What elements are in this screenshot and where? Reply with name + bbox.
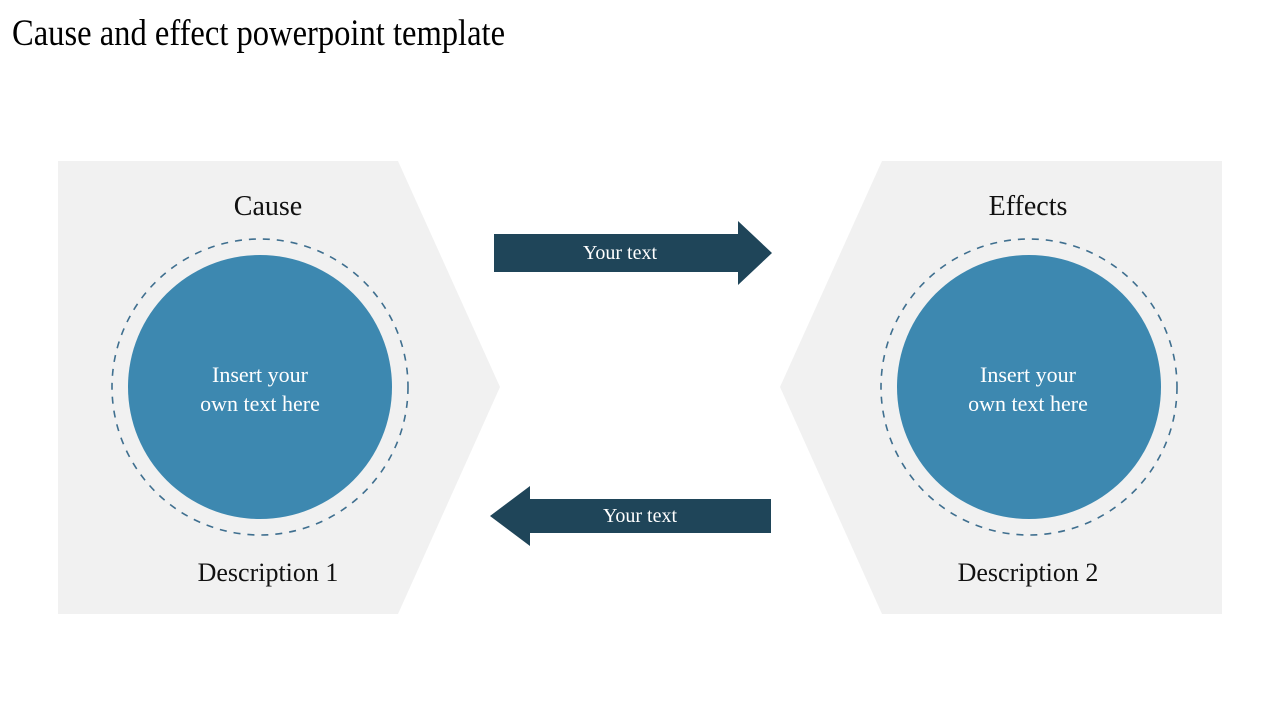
cause-circle-text-line2: own text here	[200, 391, 320, 416]
cause-dashed-ring	[111, 238, 409, 536]
effects-circle-text-line1: Insert your	[980, 362, 1076, 387]
cause-circle-text: Insert your own text here	[140, 360, 380, 418]
effects-circle-text: Insert your own text here	[908, 360, 1148, 418]
cause-panel-heading: Cause	[233, 191, 303, 222]
cause-circle[interactable]	[128, 255, 392, 519]
effects-panel-heading: Effects	[988, 191, 1068, 222]
forward-arrow-label: Your text	[582, 242, 658, 264]
effects-circle-text-line2: own text here	[968, 391, 1088, 416]
effects-panel-description: Description 2	[957, 558, 1099, 587]
forward-arrow-shape[interactable]	[494, 221, 772, 285]
cause-circle-text-line1: Insert your	[212, 362, 308, 387]
cause-panel-description: Description 1	[197, 558, 339, 587]
feedback-arrow-shape[interactable]	[490, 486, 771, 546]
effects-dashed-ring	[880, 238, 1178, 536]
feedback-arrow-label: Your text	[602, 505, 678, 527]
page-title: Cause and effect powerpoint template	[12, 13, 506, 54]
effects-circle[interactable]	[897, 255, 1161, 519]
